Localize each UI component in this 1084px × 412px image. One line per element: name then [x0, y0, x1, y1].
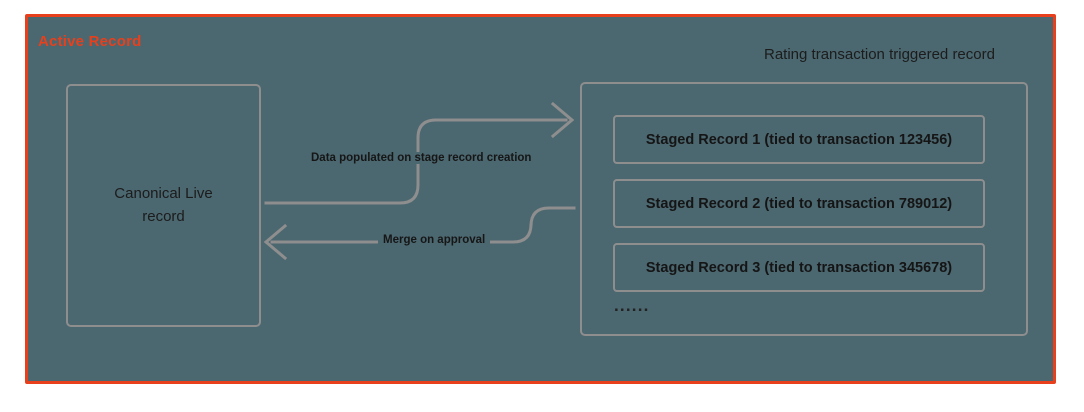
- canonical-live-record-box[interactable]: Canonical Live record: [66, 84, 261, 327]
- arrow-label-data-populated: Data populated on stage record creation: [306, 152, 537, 164]
- active-record-title: Active Record: [38, 33, 142, 50]
- staged-record-2-label: Staged Record 2 (tied to transaction 789…: [645, 195, 953, 212]
- staged-record-2-box[interactable]: Staged Record 2 (tied to transaction 789…: [613, 179, 985, 228]
- more-records-ellipsis: ......: [614, 296, 650, 315]
- staged-record-3-label: Staged Record 3 (tied to transaction 345…: [645, 259, 953, 276]
- staged-record-1-label: Staged Record 1 (tied to transaction 123…: [645, 131, 953, 148]
- staged-record-3-box[interactable]: Staged Record 3 (tied to transaction 345…: [613, 243, 985, 292]
- staged-records-container: Staged Record 1 (tied to transaction 123…: [580, 82, 1028, 336]
- staged-record-1-box[interactable]: Staged Record 1 (tied to transaction 123…: [613, 115, 985, 164]
- canonical-live-record-label: Canonical Live record: [114, 185, 213, 225]
- arrow-label-merge-approval: Merge on approval: [378, 234, 491, 246]
- rating-transaction-container-title: Rating transaction triggered record: [764, 46, 995, 63]
